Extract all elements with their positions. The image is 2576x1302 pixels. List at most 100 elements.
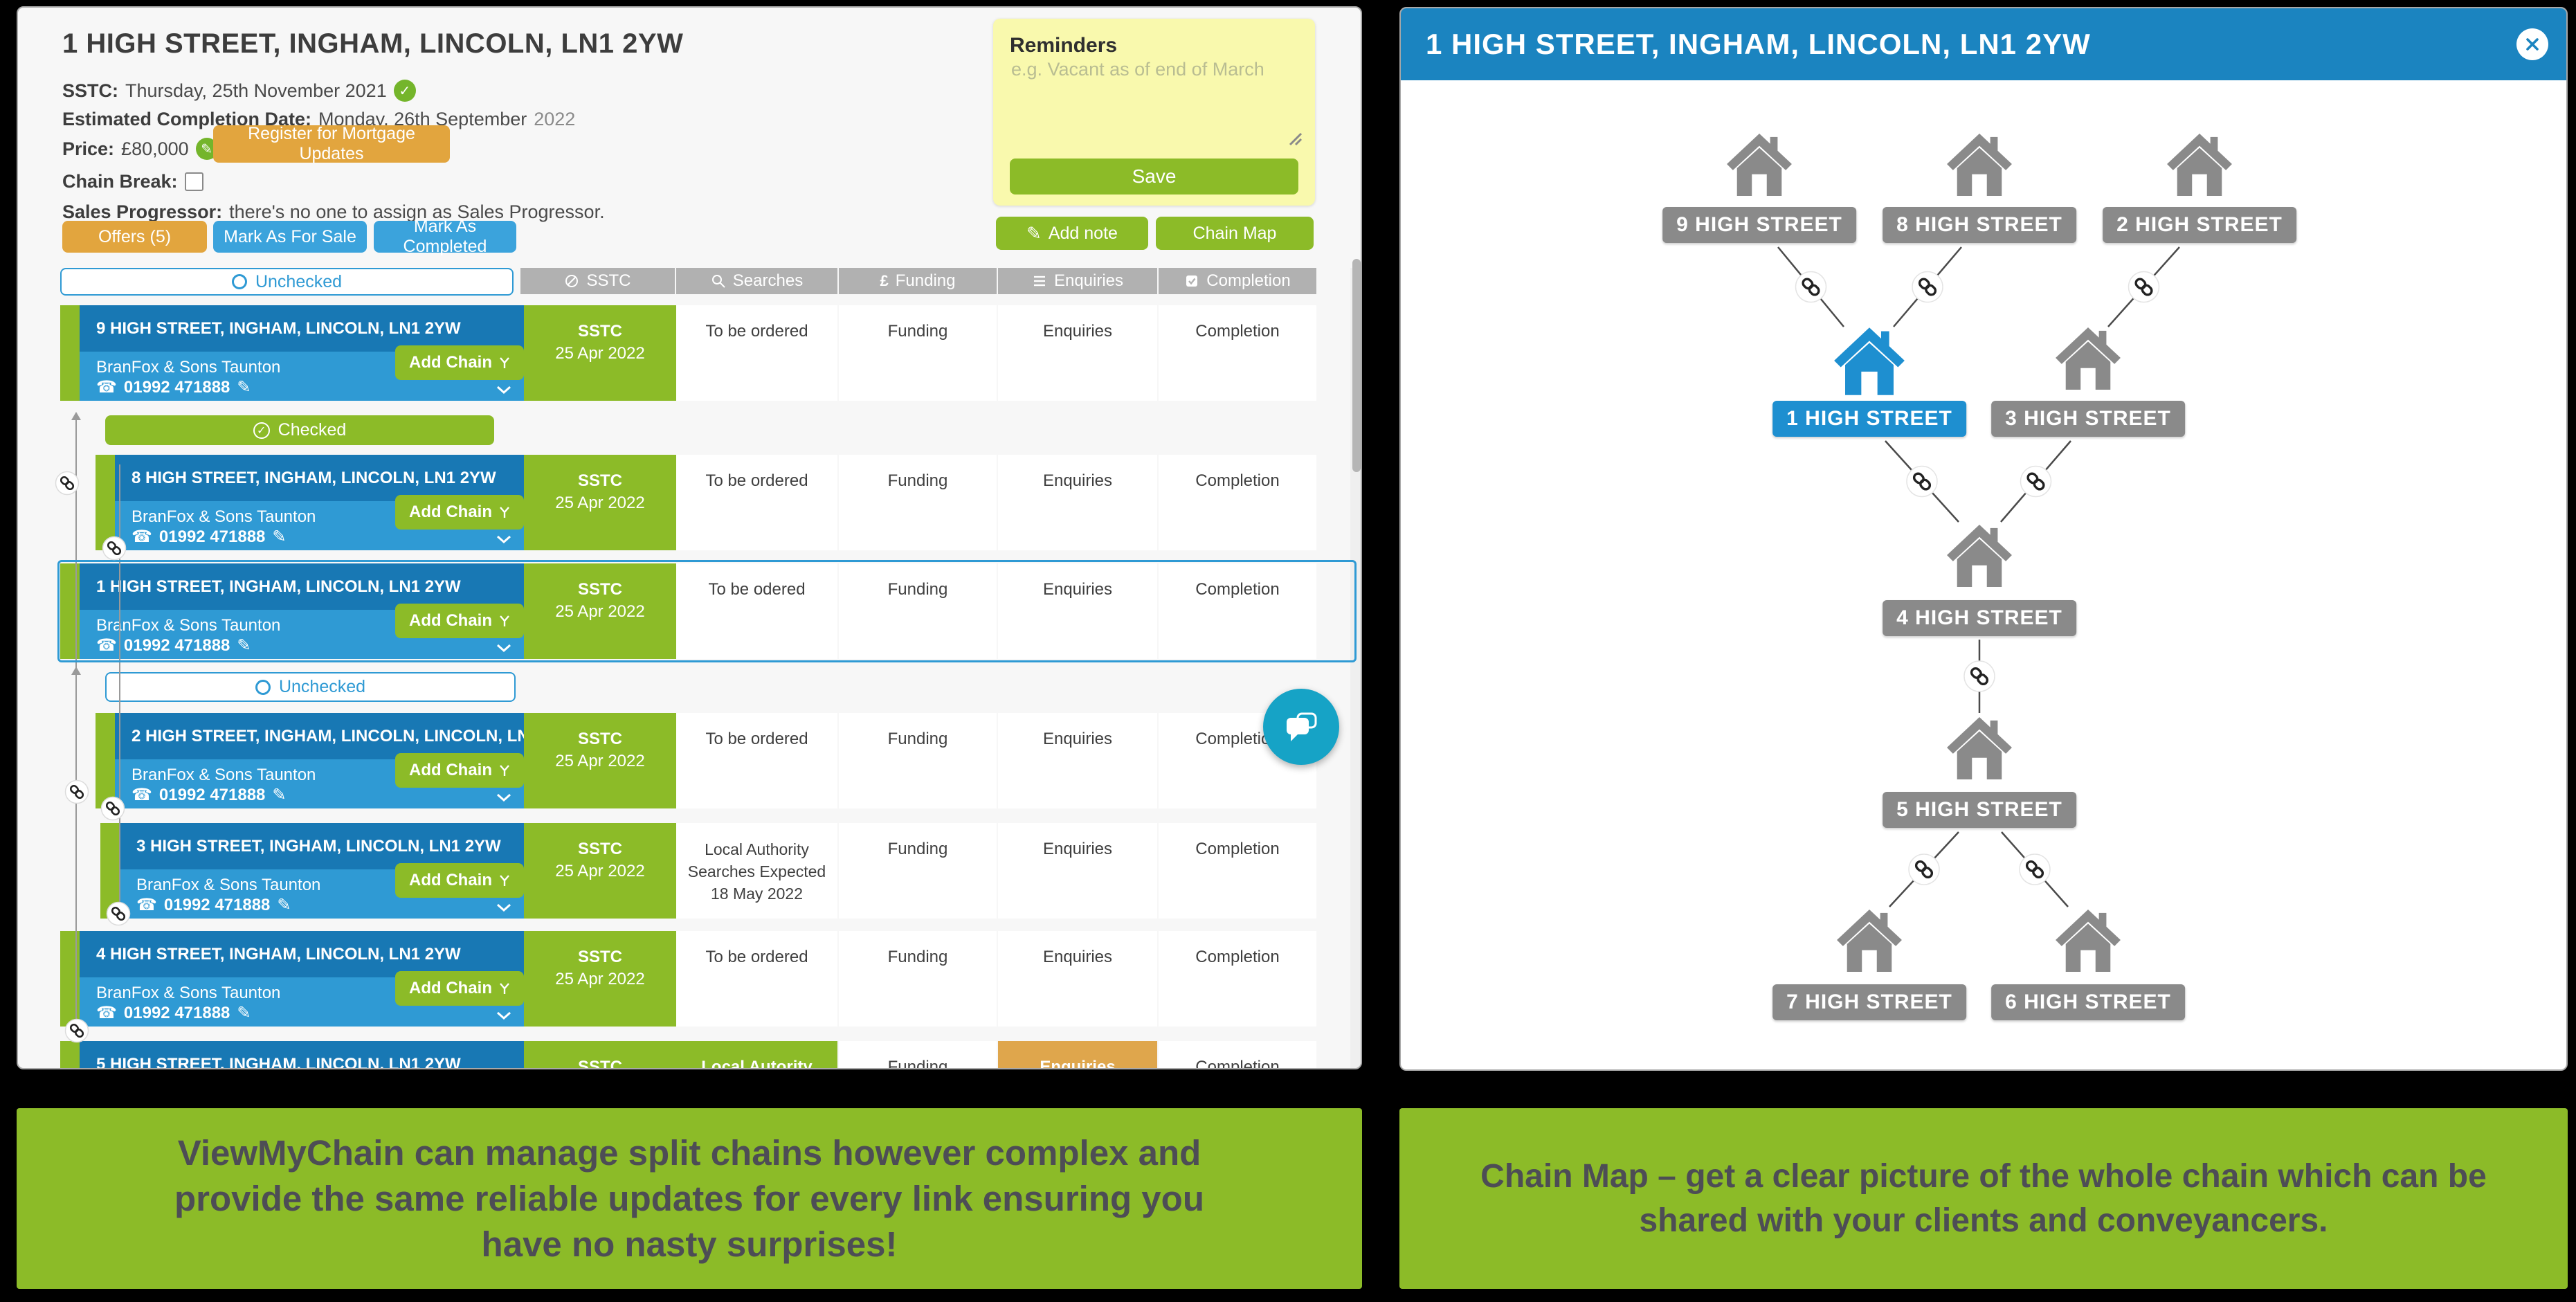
edit-phone-icon[interactable]: ✎ (237, 1004, 251, 1022)
cell-searches: To be ordered (676, 305, 837, 401)
chain-link-icon (102, 536, 127, 564)
chain-map-house[interactable] (1725, 134, 1793, 199)
price-value: £80,000 (121, 138, 189, 159)
chain-map-button[interactable]: Chain Map (1156, 217, 1314, 250)
offers-button[interactable]: Offers (5) (62, 221, 207, 253)
chain-map-node-label[interactable]: 7 HIGH STREET (1772, 984, 1966, 1020)
chain-map-house[interactable] (2054, 910, 2122, 975)
add-chain-button[interactable]: Add Chain (395, 345, 524, 380)
chain-map-house[interactable] (1835, 910, 1903, 975)
column-header-enquiries[interactable]: Enquiries (998, 268, 1157, 294)
sstc-line: SSTC: Thursday, 25th November 2021 ✓ (62, 80, 416, 102)
house-icon (2167, 134, 2232, 196)
chain-map-node-label[interactable]: 8 HIGH STREET (1883, 207, 2076, 243)
chain-map-house[interactable] (2054, 327, 2122, 393)
column-header-searches[interactable]: Searches (676, 268, 837, 294)
chat-widget-button[interactable] (1263, 689, 1339, 765)
chain-map-house[interactable] (1945, 525, 2013, 590)
chain-map-node-label[interactable]: 2 HIGH STREET (2103, 207, 2296, 243)
chevron-down-icon[interactable] (496, 535, 511, 543)
add-chain-button[interactable]: Add Chain (395, 495, 524, 530)
chain-break-line: Chain Break: (62, 171, 203, 192)
group-pill-unchecked[interactable]: Unchecked (105, 672, 516, 702)
row-phone-line: ☎01992 471888✎ (131, 785, 287, 805)
sstc-cell-label: SSTC (577, 580, 622, 599)
chevron-down-icon[interactable] (496, 903, 511, 912)
row-phone: 01992 471888 (123, 1003, 230, 1022)
group-label: Unchecked (278, 677, 366, 696)
chevron-down-icon[interactable] (496, 644, 511, 652)
row-address: 3 HIGH STREET, INGHAM, LINCOLN, LN1 2YW (120, 823, 524, 869)
edit-phone-icon[interactable]: ✎ (272, 527, 287, 546)
chain-map-house[interactable] (1945, 717, 2013, 783)
reminder-input[interactable] (1010, 57, 1298, 141)
mark-as-for-sale-button[interactable]: Mark As For Sale (213, 221, 367, 253)
property-card[interactable]: 2 HIGH STREET, INGHAM, LINCOLN, LINCOLN,… (115, 713, 579, 808)
check-circle-icon: ✓ (393, 80, 416, 102)
property-card[interactable]: 5 HIGH STREET, INGHAM, LINCOLN, LN1 2YWB… (80, 1041, 524, 1068)
resize-handle-icon[interactable] (1287, 131, 1303, 146)
price-line: Price: £80,000 ✎ (62, 138, 218, 160)
house-icon (1834, 327, 1905, 395)
chain-link-icon (106, 901, 131, 930)
add-note-button[interactable]: ✎ Add note (996, 217, 1148, 250)
chain-map-house[interactable] (1833, 327, 1906, 399)
scrollbar-thumb[interactable] (1352, 259, 1361, 472)
save-button[interactable]: Save (1010, 159, 1298, 195)
column-header-sstc[interactable]: SSTC (520, 268, 675, 294)
chain-map-node-label[interactable]: 5 HIGH STREET (1883, 792, 2076, 828)
mark-as-completed-button[interactable]: Mark As Completed (374, 217, 516, 256)
row-green-strip (60, 305, 80, 401)
chain-map-house[interactable] (1945, 134, 2013, 199)
chain-map-node-label[interactable]: 9 HIGH STREET (1662, 207, 1856, 243)
add-chain-label: Add Chain (409, 871, 492, 889)
register-mortgage-button[interactable]: Register for Mortgage Updates (213, 124, 450, 163)
list-icon (1033, 275, 1045, 287)
cell-enquiries: Enquiries (998, 455, 1157, 550)
page-title: 1 HIGH STREET, INGHAM, LINCOLN, LN1 2YW (62, 28, 684, 59)
group-header-unchecked[interactable]: Unchecked (60, 268, 514, 296)
add-chain-button[interactable]: Add Chain (395, 604, 524, 638)
chevron-down-icon[interactable] (496, 386, 511, 394)
chain-map-house[interactable] (2166, 134, 2233, 199)
column-header-funding[interactable]: £ Funding (839, 268, 997, 294)
edit-phone-icon[interactable]: ✎ (237, 636, 251, 655)
add-chain-button[interactable]: Add Chain (395, 753, 524, 788)
edit-phone-icon[interactable]: ✎ (272, 786, 287, 804)
column-header-completion[interactable]: Completion (1159, 268, 1316, 294)
chevron-down-icon[interactable] (496, 1011, 511, 1020)
row-phone-line: ☎01992 471888✎ (136, 895, 291, 915)
sstc-cell-date: 25 Apr 2022 (555, 602, 645, 621)
group-pill-checked[interactable]: ✓Checked (105, 415, 494, 445)
sstc-cell-label: SSTC (577, 730, 622, 748)
edit-phone-icon[interactable]: ✎ (277, 896, 291, 914)
price-label: Price: (62, 138, 115, 159)
row-phone: 01992 471888 (123, 377, 230, 397)
chain-map-node-label[interactable]: 4 HIGH STREET (1883, 600, 2076, 636)
chain-break-checkbox[interactable] (184, 172, 203, 191)
chain-map-node-label[interactable]: 6 HIGH STREET (1991, 984, 2185, 1020)
phone-icon: ☎ (96, 636, 117, 655)
chain-map-node-label[interactable]: 1 HIGH STREET (1772, 401, 1966, 437)
timeline-arrow-icon (71, 667, 81, 675)
chevron-down-icon[interactable] (496, 793, 511, 802)
chain-map-node-label[interactable]: 3 HIGH STREET (1991, 401, 2185, 437)
cell-completion: Completion (1159, 1041, 1316, 1068)
close-icon[interactable] (2516, 28, 2548, 60)
add-chain-button[interactable]: Add Chain (395, 971, 524, 1006)
cell-completion: Completion (1159, 823, 1316, 919)
sales-progressor-line: Sales Progressor: there's no one to assi… (62, 201, 605, 223)
caption-right: Chain Map – get a clear picture of the w… (1399, 1108, 2568, 1289)
edit-phone-icon[interactable]: ✎ (237, 378, 251, 397)
cell-completion: Completion (1159, 931, 1316, 1027)
add-chain-button[interactable]: Add Chain (395, 863, 524, 898)
chain-link-icon (1912, 271, 1943, 303)
